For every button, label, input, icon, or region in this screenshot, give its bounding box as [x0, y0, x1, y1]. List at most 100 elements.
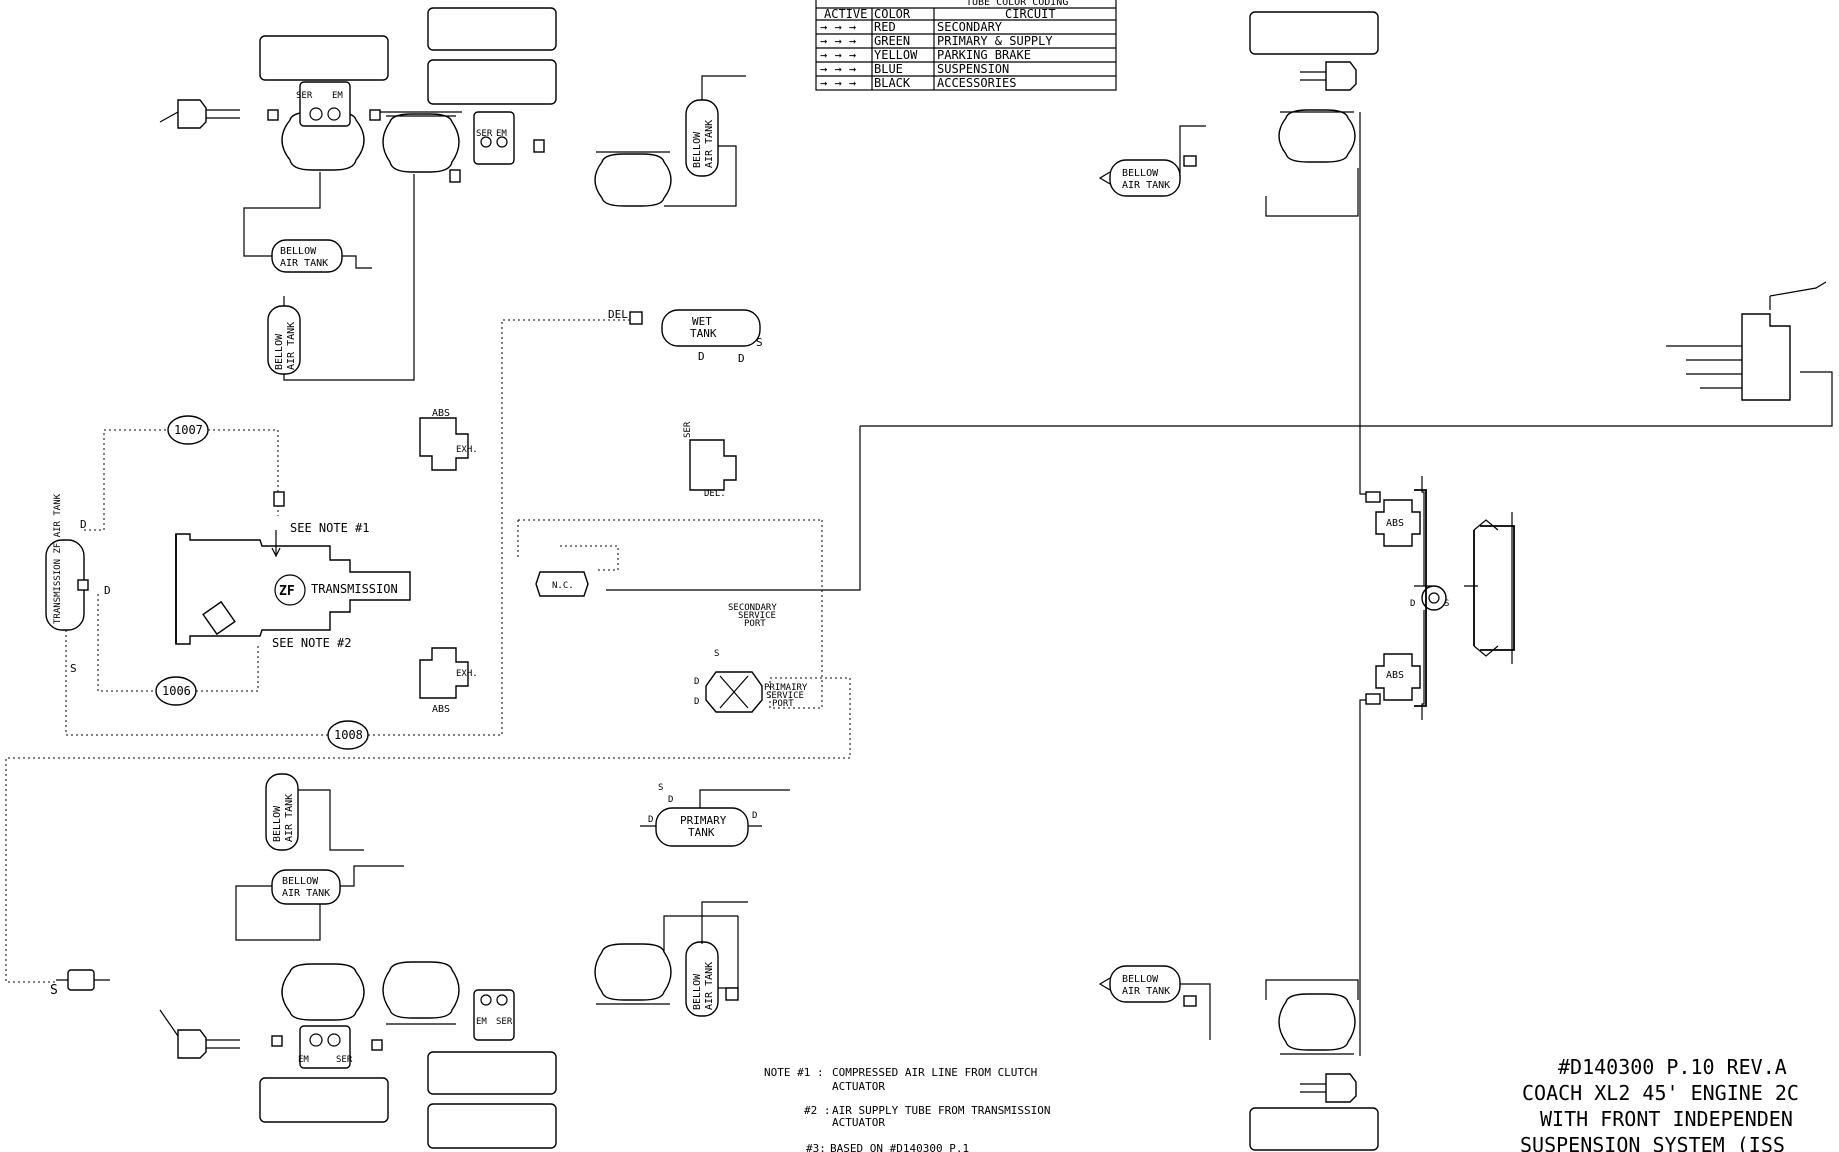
legend-row-color: BLACK: [874, 76, 911, 90]
abs-label: ABS: [432, 408, 450, 419]
fitting: [267, 109, 279, 121]
actuator-rod: [1300, 71, 1326, 81]
title-line: WITH FRONT INDEPENDEN: [1540, 1107, 1793, 1131]
see-note-2: SEE NOTE #2: [272, 636, 351, 650]
bellow-top-plate: [380, 111, 462, 117]
abs-valve: [1375, 499, 1421, 547]
note-1-text: ACTUATOR: [832, 1080, 885, 1093]
note-1-text: COMPRESSED AIR LINE FROM CLUTCH: [832, 1066, 1037, 1079]
tank-label: BELLOW: [274, 333, 285, 370]
brake-actuator: [1325, 61, 1357, 91]
tank-label: BELLOW: [280, 246, 317, 257]
d-port-label: D: [104, 584, 111, 597]
spring-brake-actuator: [177, 99, 207, 129]
legend-col-active: ACTIVE: [824, 7, 867, 21]
transmission-actuator: [202, 600, 236, 636]
zf-logo: [274, 574, 306, 606]
tank-label: AIR TANK: [1122, 986, 1170, 997]
abs-label: ABS: [1386, 670, 1404, 681]
legend-row-color: RED: [874, 20, 896, 34]
zf-logo-text: ZF: [279, 584, 295, 599]
wheel-tire: [259, 1077, 389, 1123]
tank-label: BELLOW: [692, 131, 703, 168]
fitting: [533, 139, 545, 153]
air-bellow: [382, 961, 460, 1019]
brake-chamber: [473, 989, 515, 1041]
brake-chambers: SER EM SER EM EM SER EM SER: [159, 61, 1357, 1103]
pedal-lines: [1666, 345, 1742, 389]
title-block: #D140300 P.10 REV.A COACH XL2 45' ENGINE…: [1520, 1055, 1799, 1152]
relay-lines: [1421, 476, 1425, 720]
tank-label: TRANSMISSION ZF AIR TANK: [53, 493, 63, 624]
s-port-label: S: [658, 783, 663, 793]
actuator-rod: [159, 109, 240, 123]
fitting: [1183, 995, 1197, 1007]
note-2-prefix: #2 :: [804, 1104, 831, 1117]
d-port-label: D: [694, 697, 699, 707]
tube-color-legend: TUBE COLOR CODING ACTIVE COLOR CIRCUIT →…: [815, 0, 1117, 91]
tank-label: AIR TANK: [282, 888, 330, 899]
tank-label: BELLOW: [272, 805, 283, 842]
air-bellow: [1278, 109, 1356, 163]
tank-label: AIR TANK: [1122, 180, 1170, 191]
s-port-label: S: [70, 662, 77, 675]
tank-label: AIR TANK: [286, 322, 297, 370]
d-port-label: D: [752, 811, 757, 821]
port-label-em: EM: [496, 129, 507, 139]
air-bellow: [594, 153, 672, 207]
valve-cross: [719, 675, 749, 709]
legend-row-color: GREEN: [874, 34, 910, 48]
air-bellow: [1278, 993, 1356, 1051]
fitting: [629, 311, 643, 325]
legend-col-circuit: CIRCUIT: [1005, 7, 1056, 21]
port-labels: DEL D D S D D S S D D S D D D S D S: [50, 308, 1449, 998]
s-port-label: S: [1444, 599, 1449, 609]
primary-tank: [655, 807, 749, 847]
fitting: [371, 1039, 383, 1051]
brake-chamber: [473, 111, 515, 165]
port-label-em: EM: [298, 1055, 309, 1065]
fitting: [725, 987, 739, 1001]
wheel-tire: [1249, 1107, 1379, 1151]
fitting: [77, 579, 89, 591]
del-port-label: DEL: [608, 308, 628, 321]
exh-label: EXH.: [456, 445, 478, 455]
front-relay-valve: [1421, 585, 1447, 611]
transmission-label: TRANSMISSION: [311, 582, 398, 596]
port-label-ser: SER: [476, 129, 493, 139]
wheel-tire: [259, 35, 389, 81]
tank-label: BELLOW: [1122, 974, 1159, 985]
fitting: [369, 109, 381, 121]
tank-label: AIR TANK: [704, 120, 715, 168]
ser-label: SER: [683, 421, 693, 438]
tank-label: PRIMARY: [680, 814, 727, 827]
d-port-label: D: [80, 518, 87, 531]
d-port-label: D: [738, 352, 745, 365]
legend-row-circuit: SECONDARY: [937, 20, 1003, 34]
hub-detail: [1473, 519, 1499, 657]
actuator-rod: [159, 1009, 240, 1049]
air-bellow: [281, 963, 365, 1021]
brake-pedal-arm: [1769, 281, 1827, 310]
title-line: COACH XL2 45' ENGINE 2C: [1522, 1081, 1799, 1105]
air-bellow: [382, 113, 460, 173]
nc-label: N.C.: [552, 581, 574, 591]
d-port-label: D: [668, 795, 673, 805]
legend-row-color: YELLOW: [874, 48, 918, 62]
line-tag-text: 1007: [174, 423, 203, 437]
primary-service-port: PORT: [772, 699, 794, 709]
legend-row-active: → → →: [820, 48, 856, 62]
line-tag-text: 1008: [334, 728, 363, 742]
legend-header: TUBE COLOR CODING: [966, 0, 1068, 8]
fittings: [77, 109, 1381, 1051]
fitting: [1183, 155, 1197, 167]
del-label: DEL.: [704, 489, 726, 499]
secondary-service-port: PORT: [744, 619, 766, 629]
legend-row-circuit: PARKING BRAKE: [937, 48, 1031, 62]
s-port-label: S: [50, 983, 58, 998]
tank-label: AIR TANK: [280, 258, 328, 269]
primary-service-port: SERVICE: [766, 691, 804, 701]
wheels: [259, 7, 1379, 1151]
solid-lines: [235, 75, 1833, 1056]
